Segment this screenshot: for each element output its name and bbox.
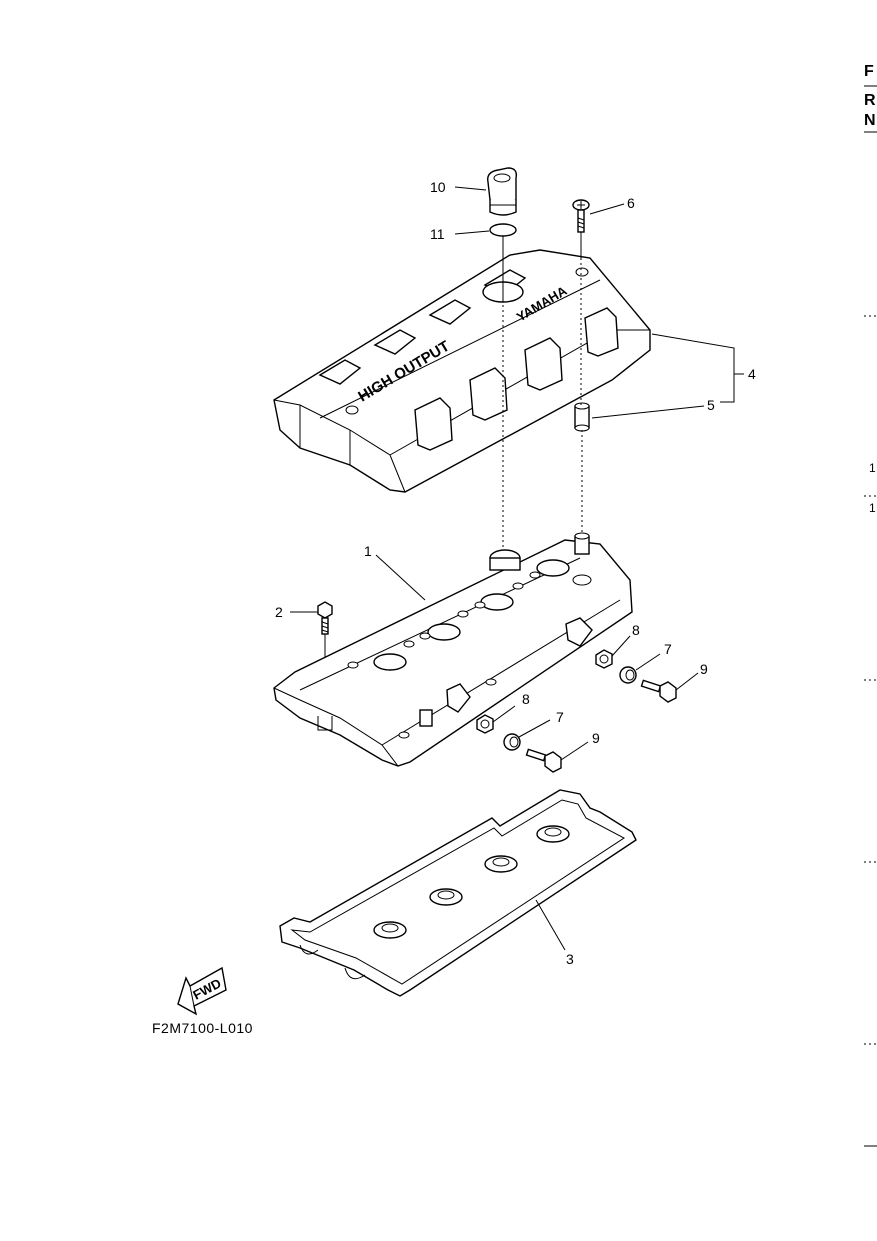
callout-1: 1 (364, 543, 372, 559)
callout-10: 10 (430, 179, 446, 195)
fwd-arrow-icon: FWD (177, 966, 227, 1016)
callout-8-right: 8 (632, 622, 640, 638)
collar-5 (574, 402, 590, 432)
edge-mark-top: F (864, 63, 874, 80)
callout-9-right: 9 (700, 661, 708, 677)
callout-7-right: 7 (664, 641, 672, 657)
page-edge-marks: F R N 1 1 (864, 63, 877, 1147)
cylinder-head-cover (273, 532, 633, 767)
oil-filler-cap (487, 167, 518, 216)
leader-lines (290, 186, 744, 951)
screw (572, 199, 590, 233)
callout-11: 11 (430, 226, 445, 242)
fastener-set-left (476, 714, 562, 773)
edge-mark-second: R (864, 92, 876, 109)
fastener-set-right (595, 649, 677, 703)
figure-code: F2M7100-L010 (152, 1020, 253, 1036)
edge-number-b: 1 (869, 501, 876, 515)
callout-4: 4 (748, 366, 756, 382)
o-ring (489, 223, 517, 237)
callout-9-left: 9 (592, 730, 600, 746)
edge-mark-third: N (864, 112, 876, 129)
cover-gasket (279, 789, 637, 997)
decorative-cover: HIGH OUTPUT YAMAHA (273, 249, 651, 493)
callout-6: 6 (627, 195, 635, 211)
callout-7-left: 7 (556, 709, 564, 725)
callout-3: 3 (566, 951, 574, 967)
edge-number-a: 1 (869, 461, 876, 475)
callout-5: 5 (707, 397, 715, 413)
callouts: 10 11 6 4 5 1 2 8 7 9 8 7 9 3 (275, 179, 756, 967)
callout-2: 2 (275, 604, 283, 620)
bolt-2 (317, 601, 333, 635)
callout-8-left: 8 (522, 691, 530, 707)
